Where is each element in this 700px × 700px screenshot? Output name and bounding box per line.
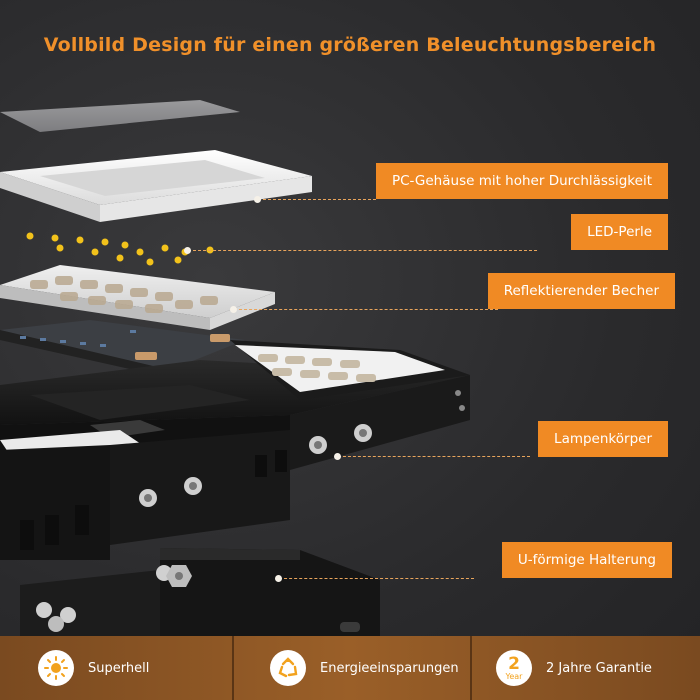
callout-u-bracket: U-förmige Halterung bbox=[501, 542, 672, 578]
feature-bar: Superhell Energieeinsparungen 2 Year 2 J… bbox=[0, 636, 700, 700]
callout-pc-housing: PC-Gehäuse mit hoher Durchlässigkeit bbox=[375, 163, 668, 199]
lamp-body bbox=[0, 340, 470, 560]
leader-dot-lamp-body bbox=[334, 453, 341, 460]
pc-housing-frame bbox=[0, 150, 312, 222]
mounting-screws bbox=[139, 390, 465, 507]
feature-label-warranty: 2 Jahre Garantie bbox=[546, 660, 652, 676]
warranty-badge-number: 2 bbox=[508, 653, 520, 674]
leader-dot-reflective-cup bbox=[230, 306, 237, 313]
leader-line-lamp-body bbox=[338, 456, 530, 457]
glass-panel bbox=[0, 100, 240, 132]
circuit-board bbox=[0, 320, 245, 378]
feature-label-superhell: Superhell bbox=[88, 660, 150, 676]
headline: Vollbild Design für einen größeren Beleu… bbox=[43, 34, 657, 56]
leader-line-led-bead bbox=[188, 250, 537, 251]
leader-dot-pc-housing bbox=[254, 196, 261, 203]
leader-line-pc-housing bbox=[258, 199, 376, 200]
leader-dot-u-bracket bbox=[275, 575, 282, 582]
sun-icon bbox=[38, 650, 74, 686]
feature-divider-2 bbox=[470, 636, 472, 700]
warranty-badge-unit: Year bbox=[505, 671, 523, 681]
u-bracket bbox=[20, 548, 380, 650]
leader-line-u-bracket bbox=[279, 578, 474, 579]
led-beads bbox=[26, 232, 214, 266]
warranty-badge-icon: 2 Year bbox=[496, 650, 532, 686]
feature-energy-saving: Energieeinsparungen bbox=[270, 636, 459, 700]
feature-divider-1 bbox=[232, 636, 234, 700]
leader-dot-led-bead bbox=[184, 247, 191, 254]
recycle-icon bbox=[270, 650, 306, 686]
feature-warranty: 2 Year 2 Jahre Garantie bbox=[496, 636, 652, 700]
feature-label-energy-saving: Energieeinsparungen bbox=[320, 660, 459, 676]
leader-line-reflective-cup bbox=[234, 309, 498, 310]
feature-superhell: Superhell bbox=[38, 636, 149, 700]
callout-led-bead: LED-Perle bbox=[571, 214, 668, 250]
callout-reflective-cup: Reflektierender Becher bbox=[487, 273, 675, 309]
reflective-cup bbox=[0, 265, 275, 330]
callout-lamp-body: Lampenkörper bbox=[538, 421, 668, 457]
